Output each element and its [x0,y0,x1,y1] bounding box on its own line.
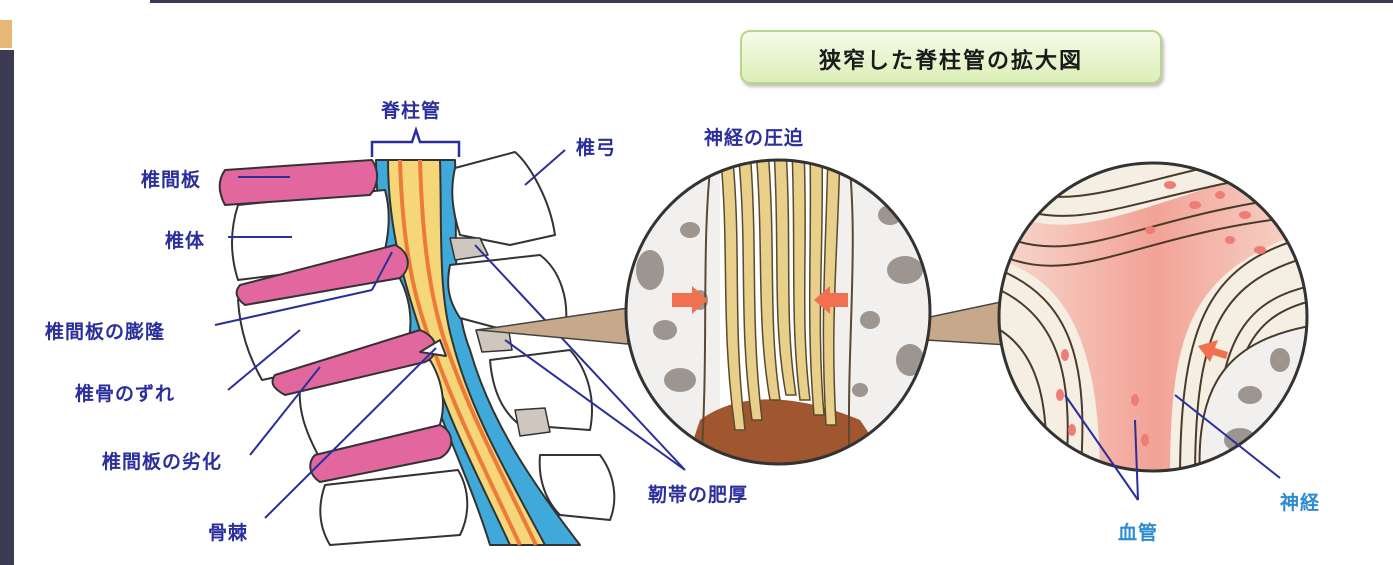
label-blood-vessel: 血管 [1118,522,1159,544]
label-spinal-canal: 脊柱管 [381,100,442,122]
disc-1 [218,159,378,206]
label-intervertebral-disc: 椎間板 [141,169,202,191]
label-disc-degeneration: 椎間板の劣化 [102,451,223,473]
zoom-circle-compression [624,158,932,466]
zoom-circle-vessels [997,161,1309,473]
bone-spur [419,339,447,357]
title-box: 狭窄した脊柱管の拡大図 [740,30,1162,84]
compression-arrow-icon [1198,340,1228,362]
vertebral-arch-4 [538,454,616,521]
leader-lines [214,149,686,519]
spine-illustration [218,151,616,546]
disc-2 [235,244,409,306]
disc-3 [271,329,437,396]
disc-4 [309,424,453,483]
vertebral-arch-1 [451,151,556,246]
spinal-canal-bracket [370,126,461,157]
compression-arrow-left-icon [672,286,708,314]
label-nerve: 神経 [1280,492,1321,514]
vertebral-arch-2 [447,254,568,331]
label-ligament-thickening: 靭帯の肥厚 [648,484,749,506]
label-nerve-compression: 神経の圧迫 [704,127,805,149]
label-vertebral-arch: 椎弓 [576,137,617,159]
compression-arrow-right-icon [814,286,848,314]
label-bone-spur: 骨棘 [208,522,249,544]
vertebral-body-4 [319,469,469,546]
label-vertebral-slip: 椎骨のずれ [75,383,176,405]
diagram-title: 狭窄した脊柱管の拡大図 [818,49,1083,74]
label-disc-bulge: 椎間板の膨隆 [45,321,166,343]
label-vertebral-body: 椎体 [165,230,206,252]
